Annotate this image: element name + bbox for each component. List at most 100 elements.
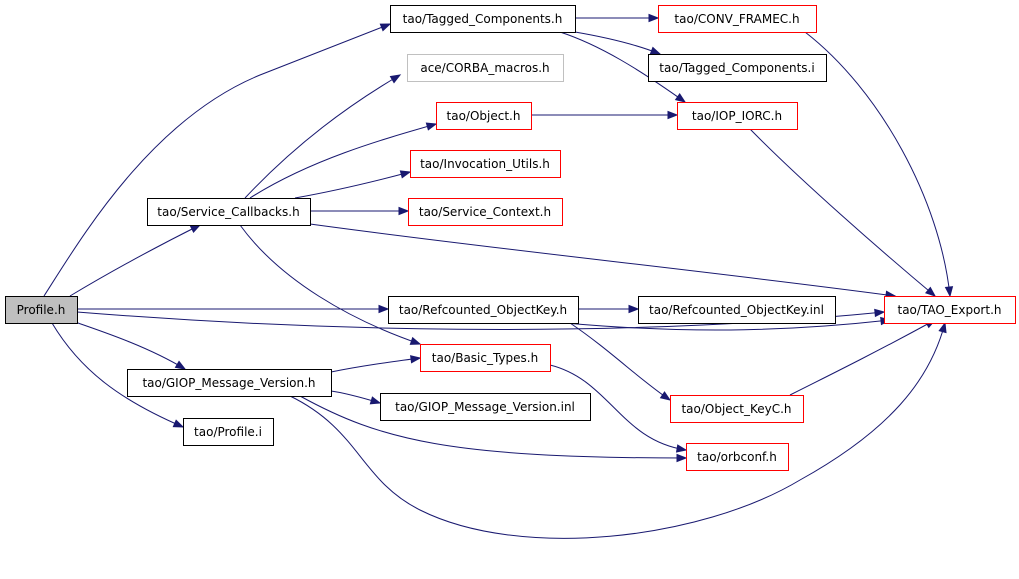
node-box — [408, 198, 563, 226]
node-tagged[interactable]: tao/Tagged_Components.h — [390, 5, 576, 33]
node-label: tao/GIOP_Message_Version.h — [142, 376, 315, 390]
node-box — [677, 102, 798, 130]
edge-line — [294, 171, 411, 199]
edge-giop-to-basictypes — [330, 355, 422, 373]
edge-profile-to-profilei — [51, 322, 185, 428]
node-refcountedinl[interactable]: tao/Refcounted_ObjectKey.inl — [638, 296, 836, 324]
edge-giop-to-orbconf — [299, 395, 688, 463]
node-box — [127, 369, 332, 397]
edge-refcounted-to-objectkeyc — [569, 322, 672, 401]
node-box — [436, 102, 532, 130]
node-box — [410, 150, 561, 178]
node-label: tao/Invocation_Utils.h — [420, 157, 550, 171]
edge-line — [559, 31, 686, 103]
edge-servicecb-to-object — [249, 122, 438, 199]
node-taggedi[interactable]: tao/Tagged_Components.i — [648, 54, 827, 82]
edge-line — [74, 321, 186, 370]
edge-convframe-to-taoexport — [804, 31, 954, 298]
edges-layer — [43, 13, 954, 539]
edge-object-to-ioporc — [531, 110, 679, 120]
node-box — [648, 54, 827, 82]
arrowhead — [379, 23, 392, 32]
node-profilei[interactable]: tao/Profile.i — [183, 418, 274, 446]
node-label: tao/Object.h — [447, 109, 521, 123]
node-label: tao/IOP_IORC.h — [692, 109, 782, 123]
edge-line — [549, 364, 687, 451]
node-ioporc[interactable]: tao/IOP_IORC.h — [677, 102, 798, 130]
arrowhead — [172, 419, 185, 428]
edge-line — [789, 319, 936, 396]
node-profile[interactable]: Profile.h — [5, 296, 78, 324]
edge-profile-to-refcounted — [77, 304, 390, 314]
node-box — [5, 296, 78, 324]
arrowhead — [369, 396, 382, 405]
arrowhead — [674, 93, 687, 103]
node-label: tao/GIOP_Message_Version.inl — [395, 400, 575, 414]
node-servicectx[interactable]: tao/Service_Context.h — [408, 198, 563, 226]
arrowhead — [378, 304, 390, 314]
node-label: tao/Tagged_Components.h — [403, 12, 563, 26]
edge-objectkeyc-to-taoexport — [789, 319, 937, 396]
node-label: tao/orbconf.h — [697, 450, 777, 464]
arrowhead — [628, 304, 640, 314]
arrowhead — [944, 286, 954, 298]
edge-servicecb-to-basictypes — [239, 224, 422, 345]
node-giop[interactable]: tao/GIOP_Message_Version.h — [127, 369, 332, 397]
node-acecorba[interactable]: ace/CORBA_macros.h — [407, 54, 564, 82]
node-taoexport[interactable]: tao/TAO_Export.h — [884, 296, 1016, 324]
node-servicecb[interactable]: tao/Service_Callbacks.h — [147, 198, 311, 226]
edge-profile-to-tagged — [43, 23, 392, 297]
edge-line — [69, 224, 201, 297]
arrowhead — [648, 13, 660, 23]
edge-line — [804, 31, 951, 297]
node-box — [183, 418, 274, 446]
node-box — [420, 344, 551, 372]
arrowhead — [409, 336, 422, 345]
edge-line — [289, 322, 946, 539]
node-box — [407, 54, 564, 82]
node-box — [658, 5, 817, 33]
arrowhead — [398, 206, 410, 216]
edge-line — [249, 123, 437, 199]
arrowhead — [676, 453, 688, 463]
node-box — [686, 443, 789, 471]
arrowhead — [649, 46, 662, 55]
edge-line — [51, 322, 184, 428]
node-refcounted[interactable]: tao/Refcounted_ObjectKey.h — [388, 296, 579, 324]
node-object[interactable]: tao/Object.h — [436, 102, 532, 130]
node-label: tao/Service_Callbacks.h — [157, 205, 299, 219]
edge-line — [330, 357, 421, 373]
arrowhead — [938, 321, 947, 334]
node-giopinl[interactable]: tao/GIOP_Message_Version.inl — [380, 393, 591, 421]
node-invocation[interactable]: tao/Invocation_Utils.h — [410, 150, 561, 178]
node-label: tao/Refcounted_ObjectKey.h — [399, 303, 567, 317]
node-basictypes[interactable]: tao/Basic_Types.h — [420, 344, 551, 372]
node-label: tao/Basic_Types.h — [432, 351, 538, 365]
node-box — [380, 393, 591, 421]
edge-giop-to-giopinl — [330, 390, 382, 405]
arrowhead — [667, 110, 679, 120]
arrowhead — [925, 286, 937, 297]
arrowhead — [675, 444, 688, 453]
nodes-layer: Profile.h tao/Tagged_Components.h tao/CONV… — [5, 5, 1016, 471]
node-label: Profile.h — [17, 303, 66, 317]
node-orbconf[interactable]: tao/orbconf.h — [686, 443, 789, 471]
edge-giop-to-taoexport — [289, 321, 947, 539]
node-box — [390, 5, 576, 33]
node-convframe[interactable]: tao/CONV_FRAMEC.h — [658, 5, 817, 33]
edge-line — [569, 322, 671, 401]
edge-servicecb-to-taoexport — [309, 223, 897, 299]
arrowhead — [410, 355, 422, 364]
node-box — [638, 296, 836, 324]
arrowhead — [874, 308, 886, 318]
edge-line — [244, 74, 401, 199]
node-label: tao/Profile.i — [194, 425, 262, 439]
node-label: tao/CONV_FRAMEC.h — [674, 12, 799, 26]
edge-line — [309, 223, 896, 297]
node-label: tao/TAO_Export.h — [898, 303, 1002, 317]
arrowhead — [399, 170, 412, 179]
edge-profile-to-giop — [74, 321, 187, 370]
node-label: tao/Service_Context.h — [419, 205, 551, 219]
node-objectkeyc[interactable]: tao/Object_KeyC.h — [670, 395, 804, 423]
